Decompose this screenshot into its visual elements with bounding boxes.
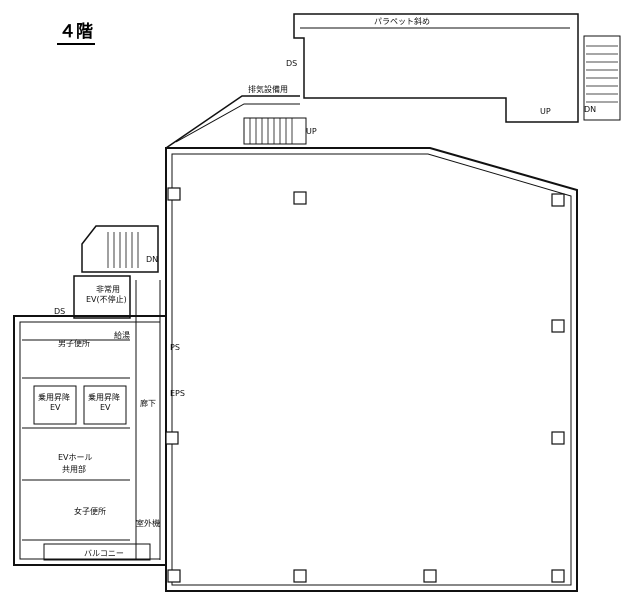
ds-label-left: DS: [54, 307, 65, 316]
up-label-right: UP: [540, 107, 551, 116]
column: [167, 187, 181, 201]
corridor-walls: [135, 280, 161, 560]
emergency-elevator-shaft: [73, 275, 131, 319]
ev2-label: 乗用昇降: [88, 392, 120, 402]
ev-hall-label: EVホール: [58, 453, 93, 462]
balcony-outline: [43, 543, 151, 561]
roof-diagonal-wall: [165, 95, 300, 149]
ev-car-2: [83, 385, 127, 425]
ev-car-1: [33, 385, 77, 425]
column: [167, 569, 181, 583]
office-outer-wall: [165, 147, 578, 592]
emergency-ev-sub-label: EV(不停止): [86, 294, 127, 304]
pantry-label: 給湯: [114, 330, 130, 340]
column: [551, 569, 565, 583]
column: [551, 431, 565, 445]
column: [551, 193, 565, 207]
terrace-outline: [293, 13, 579, 123]
column: [423, 569, 437, 583]
column: [293, 569, 307, 583]
column: [293, 191, 307, 205]
mens-wc-label: 男子便所: [58, 338, 90, 348]
ps-label: PS: [170, 343, 180, 352]
column: [165, 431, 179, 445]
ds-label-top: DS: [286, 59, 297, 68]
column: [551, 319, 565, 333]
eps-label: EPS: [170, 389, 185, 398]
ev1-sub-label: EV: [50, 403, 61, 412]
left-stair: [81, 225, 159, 273]
ev-hall-sub-label: 共用部: [62, 464, 86, 474]
ev1-label: 乗用昇降: [38, 392, 70, 402]
balcony-label: バルコニー: [84, 549, 124, 558]
dn-label-small: DN: [146, 255, 158, 264]
floor-title: ４階: [57, 22, 95, 45]
dn-label-right: DN: [584, 105, 596, 114]
exhaust-label: 排気設備用: [248, 84, 288, 94]
emergency-ev-label: 非常用: [96, 284, 120, 294]
annex-outline: [13, 315, 167, 566]
womens-wc-label: 女子便所: [74, 506, 106, 516]
up-label-stair: UP: [306, 127, 317, 136]
office-inner-wall: [171, 153, 572, 586]
ev2-sub-label: EV: [100, 403, 111, 412]
outdoor-unit-label: 室外機: [136, 518, 160, 528]
outer-stair-right: [583, 35, 621, 121]
upper-stair: [243, 117, 307, 145]
parapet-label: パラペット斜め: [374, 16, 430, 26]
corridor-label: 廊下: [140, 398, 156, 408]
